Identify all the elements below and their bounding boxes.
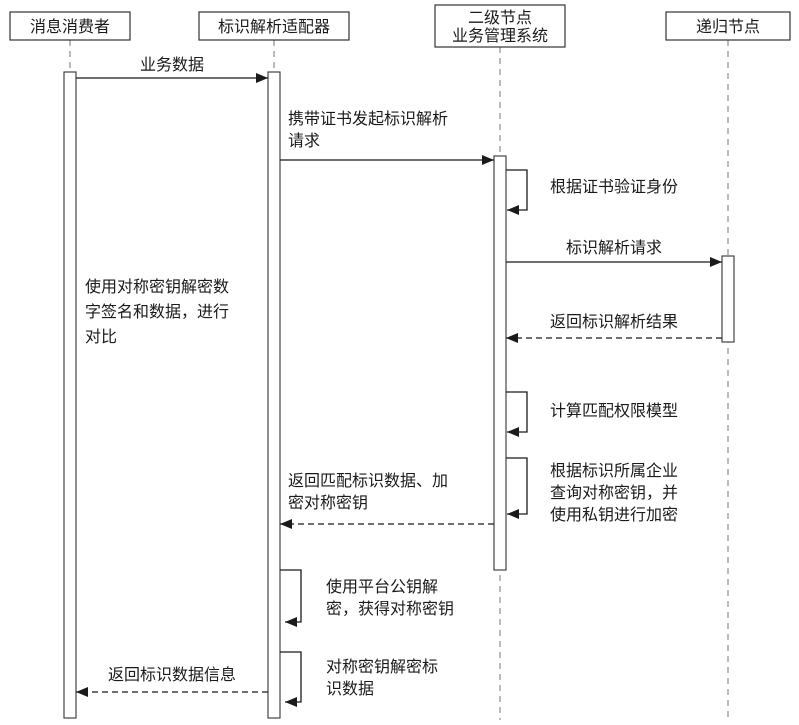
activation-node-system bbox=[493, 155, 507, 571]
message-label-line1: 根据标识所属企业 bbox=[550, 462, 678, 480]
message-label-line2: 识数据 bbox=[326, 680, 374, 698]
message-return-matched-data: 返回匹配标识数据、加 密对称密钥 bbox=[280, 472, 494, 529]
message-label-line1: 返回匹配标识数据、加 bbox=[288, 472, 448, 490]
actor-adapter: 标识解析适配器 bbox=[198, 11, 350, 41]
actor-label-consumer: 消息消费者 bbox=[30, 18, 110, 36]
self-message-query-symmetric-key: 根据标识所属企业 查询对称密钥，并 使用私钥进行加密 bbox=[506, 457, 678, 524]
message-label: 业务数据 bbox=[140, 56, 204, 74]
message-label-line2: 密对称密钥 bbox=[288, 494, 368, 512]
actor-label-node-system-line1: 二级节点 bbox=[468, 9, 532, 27]
actor-consumer: 消息消费者 bbox=[9, 11, 131, 41]
actor-recursive-node: 递归节点 bbox=[665, 11, 791, 41]
activation-adapter bbox=[267, 71, 281, 719]
message-label-line1: 使用平台公钥解 bbox=[326, 578, 438, 596]
activation-consumer bbox=[63, 71, 77, 719]
self-message-compute-permission-model: 计算匹配权限模型 bbox=[506, 391, 678, 437]
message-label: 根据证书验证身份 bbox=[550, 178, 678, 196]
self-message-verify-identity: 根据证书验证身份 bbox=[506, 169, 678, 215]
actor-node-system: 二级节点 业务管理系统 bbox=[434, 4, 566, 48]
note-compare-signature: 使用对称密钥解密数 字签名和数据，进行 对比 bbox=[85, 278, 229, 346]
message-return-resolution-result: 返回标识解析结果 bbox=[506, 313, 722, 343]
message-label: 返回标识解析结果 bbox=[550, 313, 678, 331]
actor-label-adapter: 标识解析适配器 bbox=[218, 18, 330, 36]
note-line3: 对比 bbox=[85, 328, 117, 346]
message-resolution-request-with-cert: 携带证书发起标识解析 请求 bbox=[280, 110, 494, 165]
self-message-loop bbox=[506, 169, 528, 215]
message-label-line2: 查询对称密钥，并 bbox=[550, 484, 678, 502]
self-message-loop bbox=[280, 569, 302, 627]
message-resolution-request: 标识解析请求 bbox=[506, 239, 722, 267]
message-return-identifier-data: 返回标识数据信息 bbox=[76, 666, 268, 697]
actor-box-consumer bbox=[9, 11, 131, 41]
note-line2: 字签名和数据，进行 bbox=[85, 303, 229, 321]
message-label: 标识解析请求 bbox=[566, 239, 662, 257]
message-label-line3: 使用私钥进行加密 bbox=[550, 506, 678, 524]
message-label-line1: 对称密钥解密标 bbox=[326, 658, 438, 676]
message-label-line1: 携带证书发起标识解析 bbox=[288, 110, 448, 128]
activation-recursive-node bbox=[721, 255, 735, 343]
message-label-line2: 密，获得对称密钥 bbox=[326, 600, 454, 618]
self-message-decrypt-with-public-key: 使用平台公钥解 密，获得对称密钥 bbox=[280, 569, 454, 627]
actor-label-recursive-node: 递归节点 bbox=[696, 18, 760, 36]
actor-box-adapter bbox=[198, 11, 350, 41]
actor-box-recursive-node bbox=[665, 11, 791, 41]
message-label: 计算匹配权限模型 bbox=[550, 401, 678, 420]
note-line1: 使用对称密钥解密数 bbox=[85, 278, 229, 296]
self-message-loop bbox=[506, 391, 528, 437]
message-business-data: 业务数据 bbox=[76, 56, 268, 83]
actor-box-node-system bbox=[434, 4, 566, 48]
message-label-line2: 请求 bbox=[288, 132, 320, 150]
self-message-loop bbox=[280, 651, 302, 707]
self-message-loop bbox=[506, 457, 528, 519]
self-message-symmetric-key-decrypt: 对称密钥解密标 识数据 bbox=[280, 651, 438, 707]
actor-label-node-system-line2: 业务管理系统 bbox=[452, 27, 548, 45]
message-label: 返回标识数据信息 bbox=[108, 666, 236, 684]
